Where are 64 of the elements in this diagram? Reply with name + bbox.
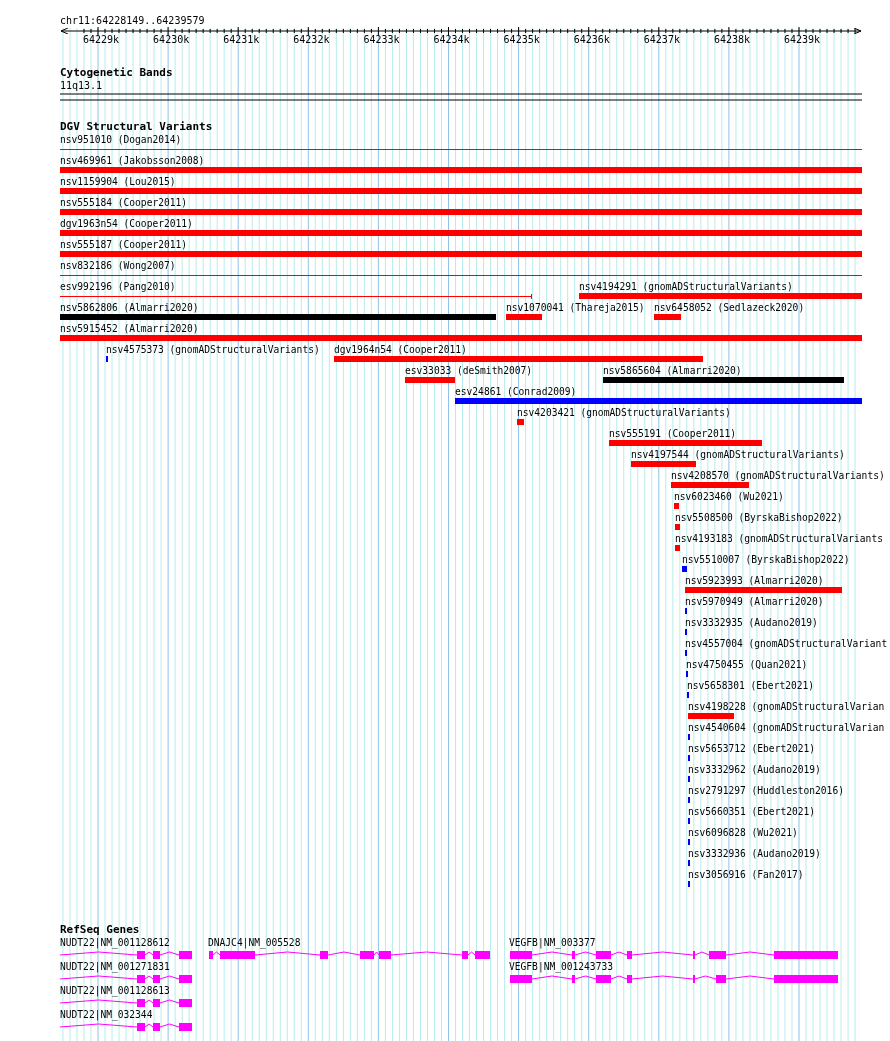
variant-label: nsv5862806 (Almarri2020): [60, 302, 200, 314]
variant-label: esv24861 (Conrad2009): [455, 386, 578, 398]
variant-label: nsv5923993 (Almarri2020): [685, 575, 825, 587]
variant-label: nsv951010 (Dogan2014): [60, 134, 183, 146]
variant-label: nsv5865604 (Almarri2020): [603, 365, 743, 377]
variant-label: nsv4197544 (gnomADStructuralVariants): [631, 449, 845, 461]
variant-label: nsv4203421 (gnomADStructuralVariants): [517, 407, 731, 419]
gene-label: NUDT22|NM_032344: [60, 1009, 154, 1021]
variant-label: nsv5658301 (Ebert2021): [687, 680, 815, 692]
variant-label: nsv5660351 (Ebert2021): [688, 806, 816, 818]
variant-label: nsv6096828 (Wu2021): [688, 827, 798, 839]
tick-label: 64239k: [784, 34, 821, 46]
tick-label: 64236k: [573, 34, 610, 46]
variant-label: nsv5653712 (Ebert2021): [688, 743, 816, 755]
variant-label: nsv3332936 (Audano2019): [688, 848, 821, 860]
variant-label: esv992196 (Pang2010): [60, 281, 177, 293]
tick-label: 64237k: [643, 34, 680, 46]
variant-label: nsv4540604 (gnomADStructuralVarian: [688, 722, 885, 734]
gene-label: VEGFB|NM_003377: [509, 937, 597, 949]
variant-label: nsv555191 (Cooper2011): [609, 428, 738, 440]
variant-label: nsv4557004 (gnomADStructuralVariant: [685, 638, 888, 650]
variant-label: nsv1070041 (Thareja2015): [506, 302, 645, 314]
variant-label: nsv4198228 (gnomADStructuralVarian: [688, 701, 885, 713]
cytoband-label: 11q13.1: [60, 80, 103, 92]
variant-label: dgv1964n54 (Cooper2011): [334, 344, 468, 356]
tick-label: 64233k: [363, 34, 400, 46]
variant-label: nsv5915452 (Almarri2020): [60, 323, 200, 335]
variant-label: nsv3332962 (Audano2019): [688, 764, 821, 776]
variant-label: nsv4193183 (gnomADStructuralVariants: [675, 533, 883, 545]
variant-label: nsv2791297 (Huddleston2016): [688, 785, 844, 797]
tick-label: 64234k: [433, 34, 470, 46]
variant-label: nsv5508500 (ByrskaBishop2022): [675, 512, 843, 524]
gene-label: NUDT22|NM_001271831: [60, 961, 171, 973]
variant-label: nsv832186 (Wong2007): [60, 260, 177, 272]
variant-label: nsv6458052 (Sedlazeck2020): [654, 302, 805, 314]
gene-label: NUDT22|NM_001128612: [60, 937, 171, 949]
variant-label: nsv4194291 (gnomADStructuralVariants): [579, 281, 794, 293]
variant-label: nsv555187 (Cooper2011): [60, 239, 189, 251]
track-title: RefSeq Genes: [60, 924, 140, 936]
variant-label: nsv1159904 (Lou2015): [60, 176, 177, 188]
variant-label: nsv5970949 (Almarri2020): [685, 596, 824, 608]
gene-label: DNAJC4|NM_005528: [208, 937, 302, 949]
tick-label: 64229k: [83, 34, 120, 46]
variant-label: esv33033 (deSmith2007): [405, 365, 533, 377]
variant-label: nsv555184 (Cooper2011): [60, 197, 189, 209]
variant-label: nsv4750455 (Quan2021): [686, 659, 808, 671]
tick-label: 64231k: [223, 34, 260, 46]
tick-label: 64235k: [503, 34, 540, 46]
variant-label: nsv4575373 (gnomADStructuralVariants): [106, 344, 320, 356]
range-label: chr11:64228149..64239579: [60, 15, 205, 27]
gene-label: NUDT22|NM_001128613: [60, 985, 171, 997]
variant-label: nsv6023460 (Wu2021): [674, 491, 784, 503]
variant-label: nsv3056916 (Fan2017): [688, 869, 804, 881]
variant-label: nsv469961 (Jakobsson2008): [60, 155, 206, 167]
tick-label: 64238k: [713, 34, 750, 46]
variant-label: nsv4208570 (gnomADStructuralVariants): [671, 470, 885, 482]
track-title: Cytogenetic Bands: [60, 67, 173, 79]
variant-label: nsv5510007 (ByrskaBishop2022): [682, 554, 850, 566]
variant-label: dgv1963n54 (Cooper2011): [60, 218, 194, 230]
tick-label: 64232k: [293, 34, 330, 46]
variant-label: nsv3332935 (Audano2019): [685, 617, 818, 629]
track-title: DGV Structural Variants: [60, 121, 213, 133]
tick-label: 64230k: [153, 34, 190, 46]
gene-label: VEGFB|NM_001243733: [509, 961, 614, 973]
